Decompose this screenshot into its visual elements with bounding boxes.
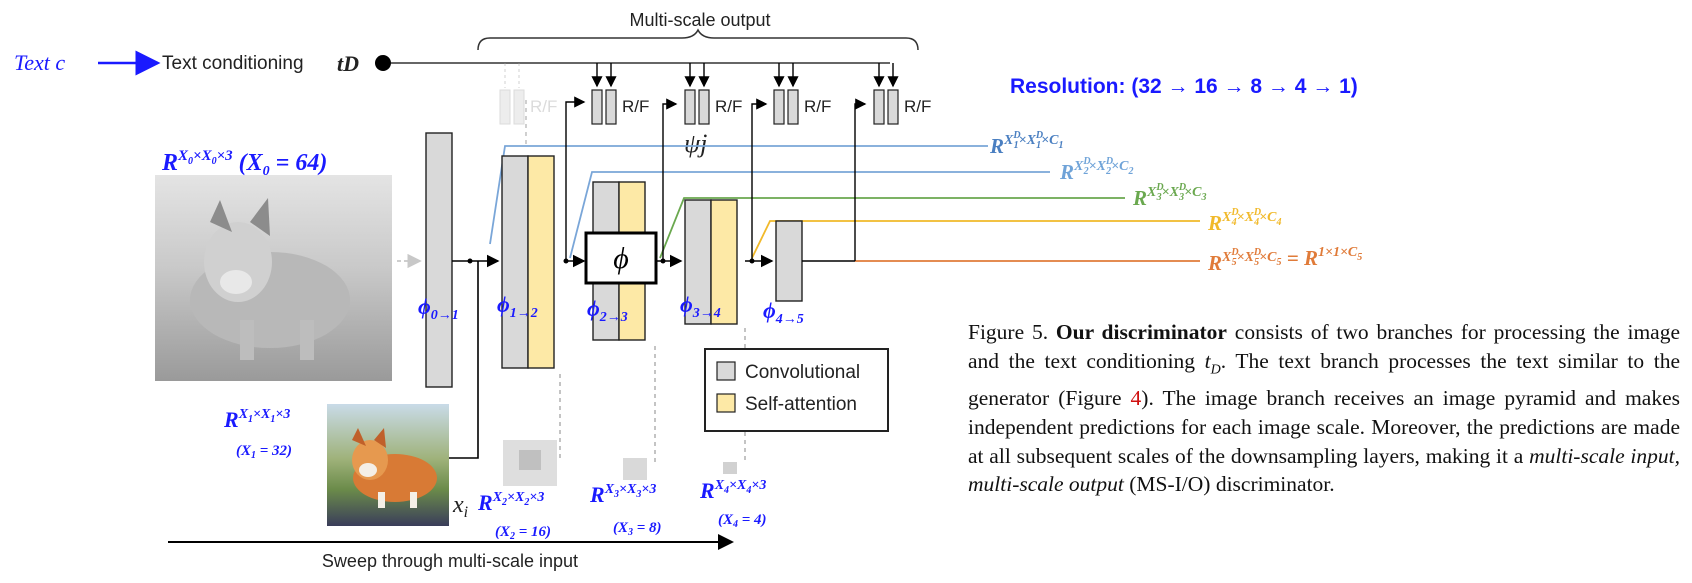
svg-text:(X1 = 32): (X1 = 32) [236,443,292,461]
input-image-x1 [327,404,449,526]
phi-box-label: ϕ [613,242,629,275]
feed-rf-3 [751,98,768,261]
rf-label-1: R/F [622,97,649,116]
rf-label-2: R/F [715,97,742,116]
svg-text:RX1×X1×3: RX1×X1×3 [223,407,290,432]
x4-dim: RX4×X4×3 [699,478,766,503]
feed-rf-4 [854,98,867,261]
text-conditioning-label: Text conditioning [162,53,304,74]
caption-ref[interactable]: 4 [1130,386,1142,411]
feed-rf-1 [565,96,586,261]
multiscale-output-label: Multi-scale output [629,10,770,30]
resolution-label: Resolution: (32 → 16 → 8 → 4 → 1) [1010,75,1358,98]
feed-rf-2 [662,98,678,261]
td-label: tD [337,51,359,76]
x3-note: (X3 = 8) [613,520,662,538]
sweep-label: Sweep through multi-scale input [322,551,578,571]
svg-text:RX0×X0×3 (X0 = 64): RX0×X0×3 (X0 = 64) [161,148,327,179]
out-line-1 [489,145,988,245]
caption-p4: (MS-I/O) discriminator. [1129,472,1335,497]
out-line-3 [659,197,1125,259]
legend-conv-label: Convolutional [745,362,860,383]
block-phi3-conv [684,199,712,325]
block-phi4-conv [775,220,803,302]
block-phi1-conv [501,155,529,369]
figure-caption: Figure 5. Our discriminator consists of … [968,318,1680,499]
caption-fig: Figure 5. [968,320,1049,344]
output-brace [477,28,919,51]
caption-p3: ). The image branch receives an image py… [968,386,1680,468]
legend-attn-swatch [716,393,736,413]
block-phi1-attn [527,155,555,369]
out-line-4 [751,220,1200,259]
block-phi0-conv [425,132,453,388]
pyramid-dim-labels: RX2×X2×3 (X2 = 16) RX3×X3×3 (X3 = 8) RX4… [477,478,767,542]
caption-bold: Our discriminator [1055,320,1227,344]
xi-label: xi [452,492,468,521]
caption-td: tD [1204,348,1221,377]
text-input-label: Text c [14,50,65,75]
x4-note: (X4 = 4) [718,512,767,530]
caption-p1: consists of two branches for processing … [968,320,1681,373]
rf-label-faded: R/F [530,97,557,116]
x0-dim-label: RX0×X0×3 (X0 = 64) [161,148,327,179]
x1-dim-label: RX1×X1×3 (X1 = 32) [223,407,292,461]
pyramid-image-x3 [623,458,647,480]
rf-head-4: R/F [873,63,931,125]
rf-label-4: R/F [904,97,931,116]
psi-label: ψj [684,129,707,158]
text-c-label: Text c [14,50,65,75]
rf-head-3: R/F [773,63,831,125]
block-phi3-attn [710,199,738,325]
rf-head-2: R/F [684,63,742,125]
pyramid-image-x4 [723,462,737,474]
legend: Convolutional Self-attention [704,348,889,432]
out-line-2 [569,171,1050,259]
legend-conv-swatch [716,361,736,381]
rf-head-faded: R/F [499,63,557,125]
stage-label-4: ϕ4→5 [763,298,804,327]
x1-input-line [449,261,479,459]
rf-head-1: R/F [591,63,649,125]
x2-note: (X2 = 16) [495,524,551,542]
input-image-x0 [155,175,392,381]
legend-attn-label: Self-attention [745,394,857,415]
text-node [375,55,391,71]
x2-dim: RX2×X2×3 [477,490,544,515]
x3-dim: RX3×X3×3 [589,482,656,507]
caption-p2: . The text branch processes the text sim… [968,348,1680,411]
phi-box [584,231,658,285]
rf-label-3: R/F [804,97,831,116]
caption-italic: multi-scale input, multi-scale output [968,443,1681,497]
